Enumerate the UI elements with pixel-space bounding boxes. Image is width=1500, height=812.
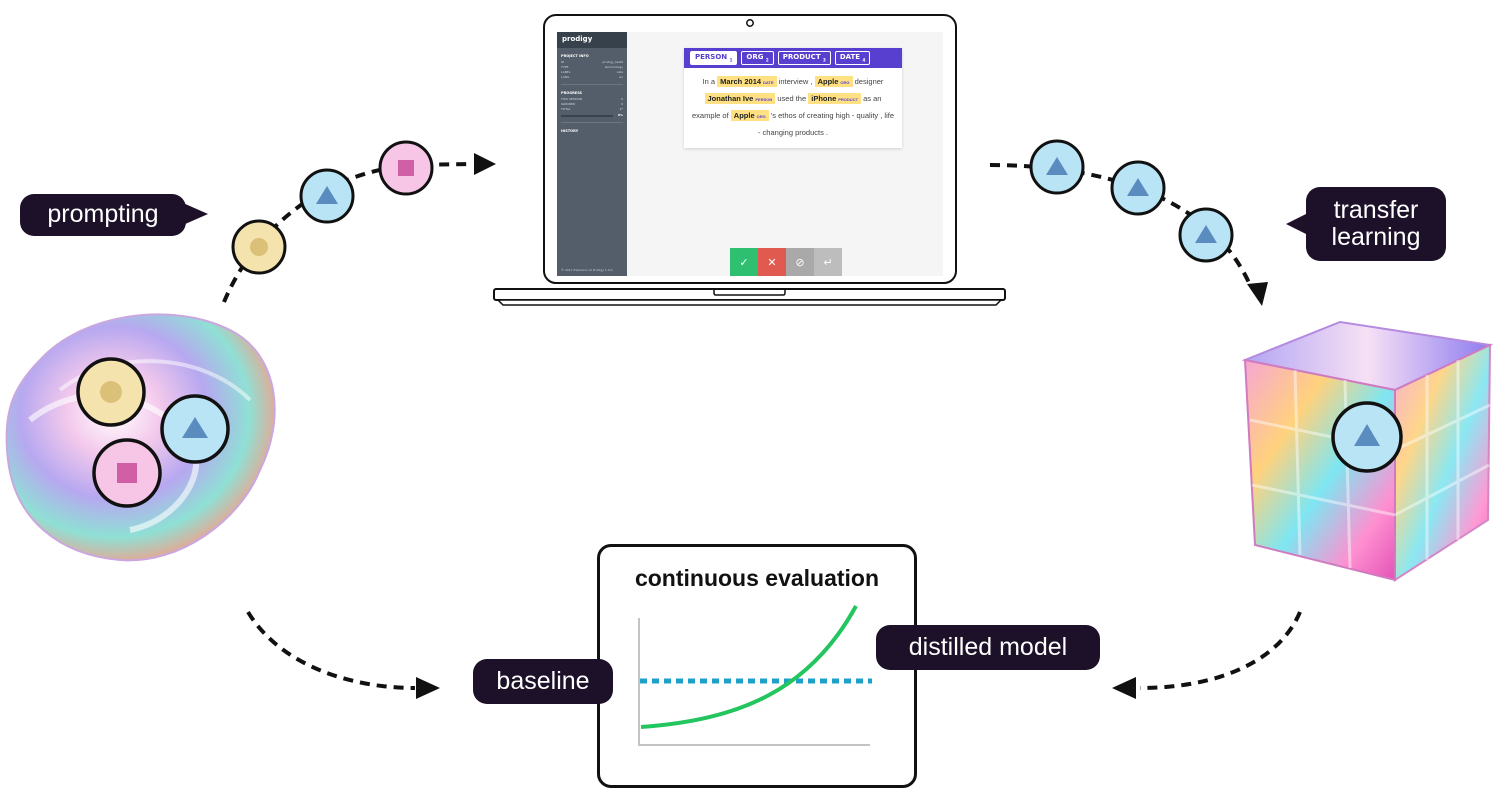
label-person[interactable]: PERSON 1 <box>690 51 738 65</box>
token-circle-icon <box>231 219 287 275</box>
token-square-icon <box>378 140 434 196</box>
token-square-icon <box>92 438 162 508</box>
token-triangle-icon <box>1331 401 1403 473</box>
label-product[interactable]: PRODUCT 3 <box>777 51 831 65</box>
distilled-model-curve <box>640 605 858 729</box>
reject-button[interactable]: ✕ <box>758 248 786 276</box>
label-date[interactable]: DATE 4 <box>834 51 871 65</box>
progress-bar-row: 0% <box>561 112 623 117</box>
token-triangle-icon <box>1029 139 1085 195</box>
history-heading: HISTORY <box>561 129 579 133</box>
token-triangle-icon <box>1110 160 1166 216</box>
token-triangle-icon <box>299 168 355 224</box>
annotation-card: PERSON 1 ORG 2 PRODUCT 3 DATE 4 In a Mar… <box>684 48 902 148</box>
token-triangle-icon <box>1178 207 1234 263</box>
label-org[interactable]: ORG 2 <box>741 51 774 65</box>
progress-bar <box>561 115 613 117</box>
token-circle-icon <box>76 357 146 427</box>
sidebar-footer: © 2017 Explosion AI Prodigy 1.0.0 <box>561 268 613 272</box>
transfer-learning-bubble: transfer learning <box>1306 187 1446 261</box>
app-name: prodigy <box>557 32 627 48</box>
project-info-heading: PROJECT INFO <box>561 54 589 58</box>
bubble-tail <box>1286 212 1310 236</box>
evaluation-panel: continuous evaluation <box>597 544 917 788</box>
decision-buttons: ✓ ✕ ⊘ ↵ <box>730 248 842 276</box>
evaluation-title: continuous evaluation <box>634 565 880 591</box>
ignore-button[interactable]: ⊘ <box>786 248 814 276</box>
baseline-bubble: baseline <box>473 659 613 704</box>
prompting-bubble: prompting <box>20 194 186 236</box>
bubble-tail <box>183 203 208 225</box>
token-triangle-icon <box>160 394 230 464</box>
label-bar: PERSON 1 ORG 2 PRODUCT 3 DATE 4 <box>684 48 902 68</box>
progress-heading: PROGRESS <box>561 91 583 95</box>
distilled-model-bubble: distilled model <box>876 625 1100 670</box>
accept-button[interactable]: ✓ <box>730 248 758 276</box>
undo-button[interactable]: ↵ <box>814 248 842 276</box>
